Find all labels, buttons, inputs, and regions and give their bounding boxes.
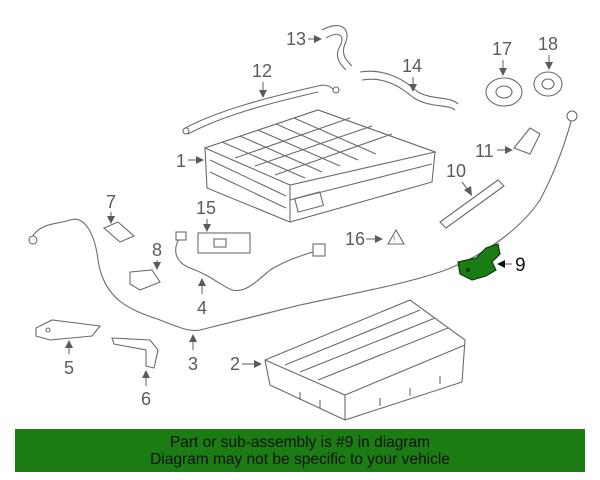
part-11-bracket <box>513 127 541 155</box>
svg-text:9: 9 <box>515 255 526 276</box>
callout-4: 4 <box>197 278 207 318</box>
part-16-warning-label: ! <box>387 228 405 245</box>
svg-text:17: 17 <box>492 39 512 59</box>
svg-text:7: 7 <box>106 192 116 212</box>
callout-7: 7 <box>106 192 116 224</box>
svg-text:16: 16 <box>345 229 365 249</box>
part-12-strap <box>182 84 340 135</box>
part-15-label <box>197 232 251 254</box>
svg-text:14: 14 <box>402 56 422 76</box>
callout-16: 16 <box>345 229 383 249</box>
part-6-bracket <box>111 337 159 369</box>
callout-10: 10 <box>446 161 472 196</box>
callout-6: 6 <box>141 370 151 409</box>
info-banner: Part or sub-assembly is #9 in diagram Di… <box>15 429 585 472</box>
svg-text:2: 2 <box>230 354 240 374</box>
part-5-bracket <box>35 319 102 341</box>
callout-17: 17 <box>492 39 512 76</box>
part-1-battery-pack <box>203 109 437 223</box>
callout-14: 14 <box>402 56 422 92</box>
callout-11: 11 <box>475 141 513 161</box>
callout-8: 8 <box>152 240 162 270</box>
part-4-wire <box>175 231 326 292</box>
callout-15: 15 <box>196 198 216 232</box>
callout-18: 18 <box>538 34 558 70</box>
part-17-grommet <box>485 77 523 107</box>
svg-text:8: 8 <box>152 240 162 260</box>
svg-text:12: 12 <box>252 61 272 81</box>
callout-1: 1 <box>176 151 204 171</box>
banner-line-1: Part or sub-assembly is #9 in diagram <box>169 433 431 451</box>
callout-3: 3 <box>188 334 198 374</box>
part-13-duct <box>321 25 353 71</box>
part-2-tray <box>264 299 466 421</box>
part-3-cable <box>28 110 578 332</box>
part-7-clip <box>102 221 136 243</box>
svg-text:15: 15 <box>196 198 216 218</box>
svg-text:1: 1 <box>176 151 186 171</box>
part-14-hose <box>359 70 459 111</box>
svg-text:18: 18 <box>538 34 558 54</box>
part-9-bracket-highlighted <box>457 243 501 281</box>
svg-text:4: 4 <box>197 298 207 318</box>
svg-text:13: 13 <box>286 29 306 49</box>
svg-text:6: 6 <box>141 389 151 409</box>
callout-5: 5 <box>64 340 74 378</box>
svg-text:3: 3 <box>188 354 198 374</box>
svg-text:!: ! <box>393 235 395 244</box>
part-10-rail <box>439 179 505 229</box>
callout-13: 13 <box>286 29 322 49</box>
part-18-grommet <box>533 71 563 97</box>
callout-12: 12 <box>252 61 272 98</box>
svg-text:11: 11 <box>475 141 494 161</box>
svg-text:10: 10 <box>446 161 466 181</box>
callout-9: 9 <box>497 255 526 276</box>
svg-text:5: 5 <box>64 358 74 378</box>
part-8-bracket <box>129 269 161 291</box>
callout-2: 2 <box>230 354 262 374</box>
banner-line-2: Diagram may not be specific to your vehi… <box>150 450 450 468</box>
